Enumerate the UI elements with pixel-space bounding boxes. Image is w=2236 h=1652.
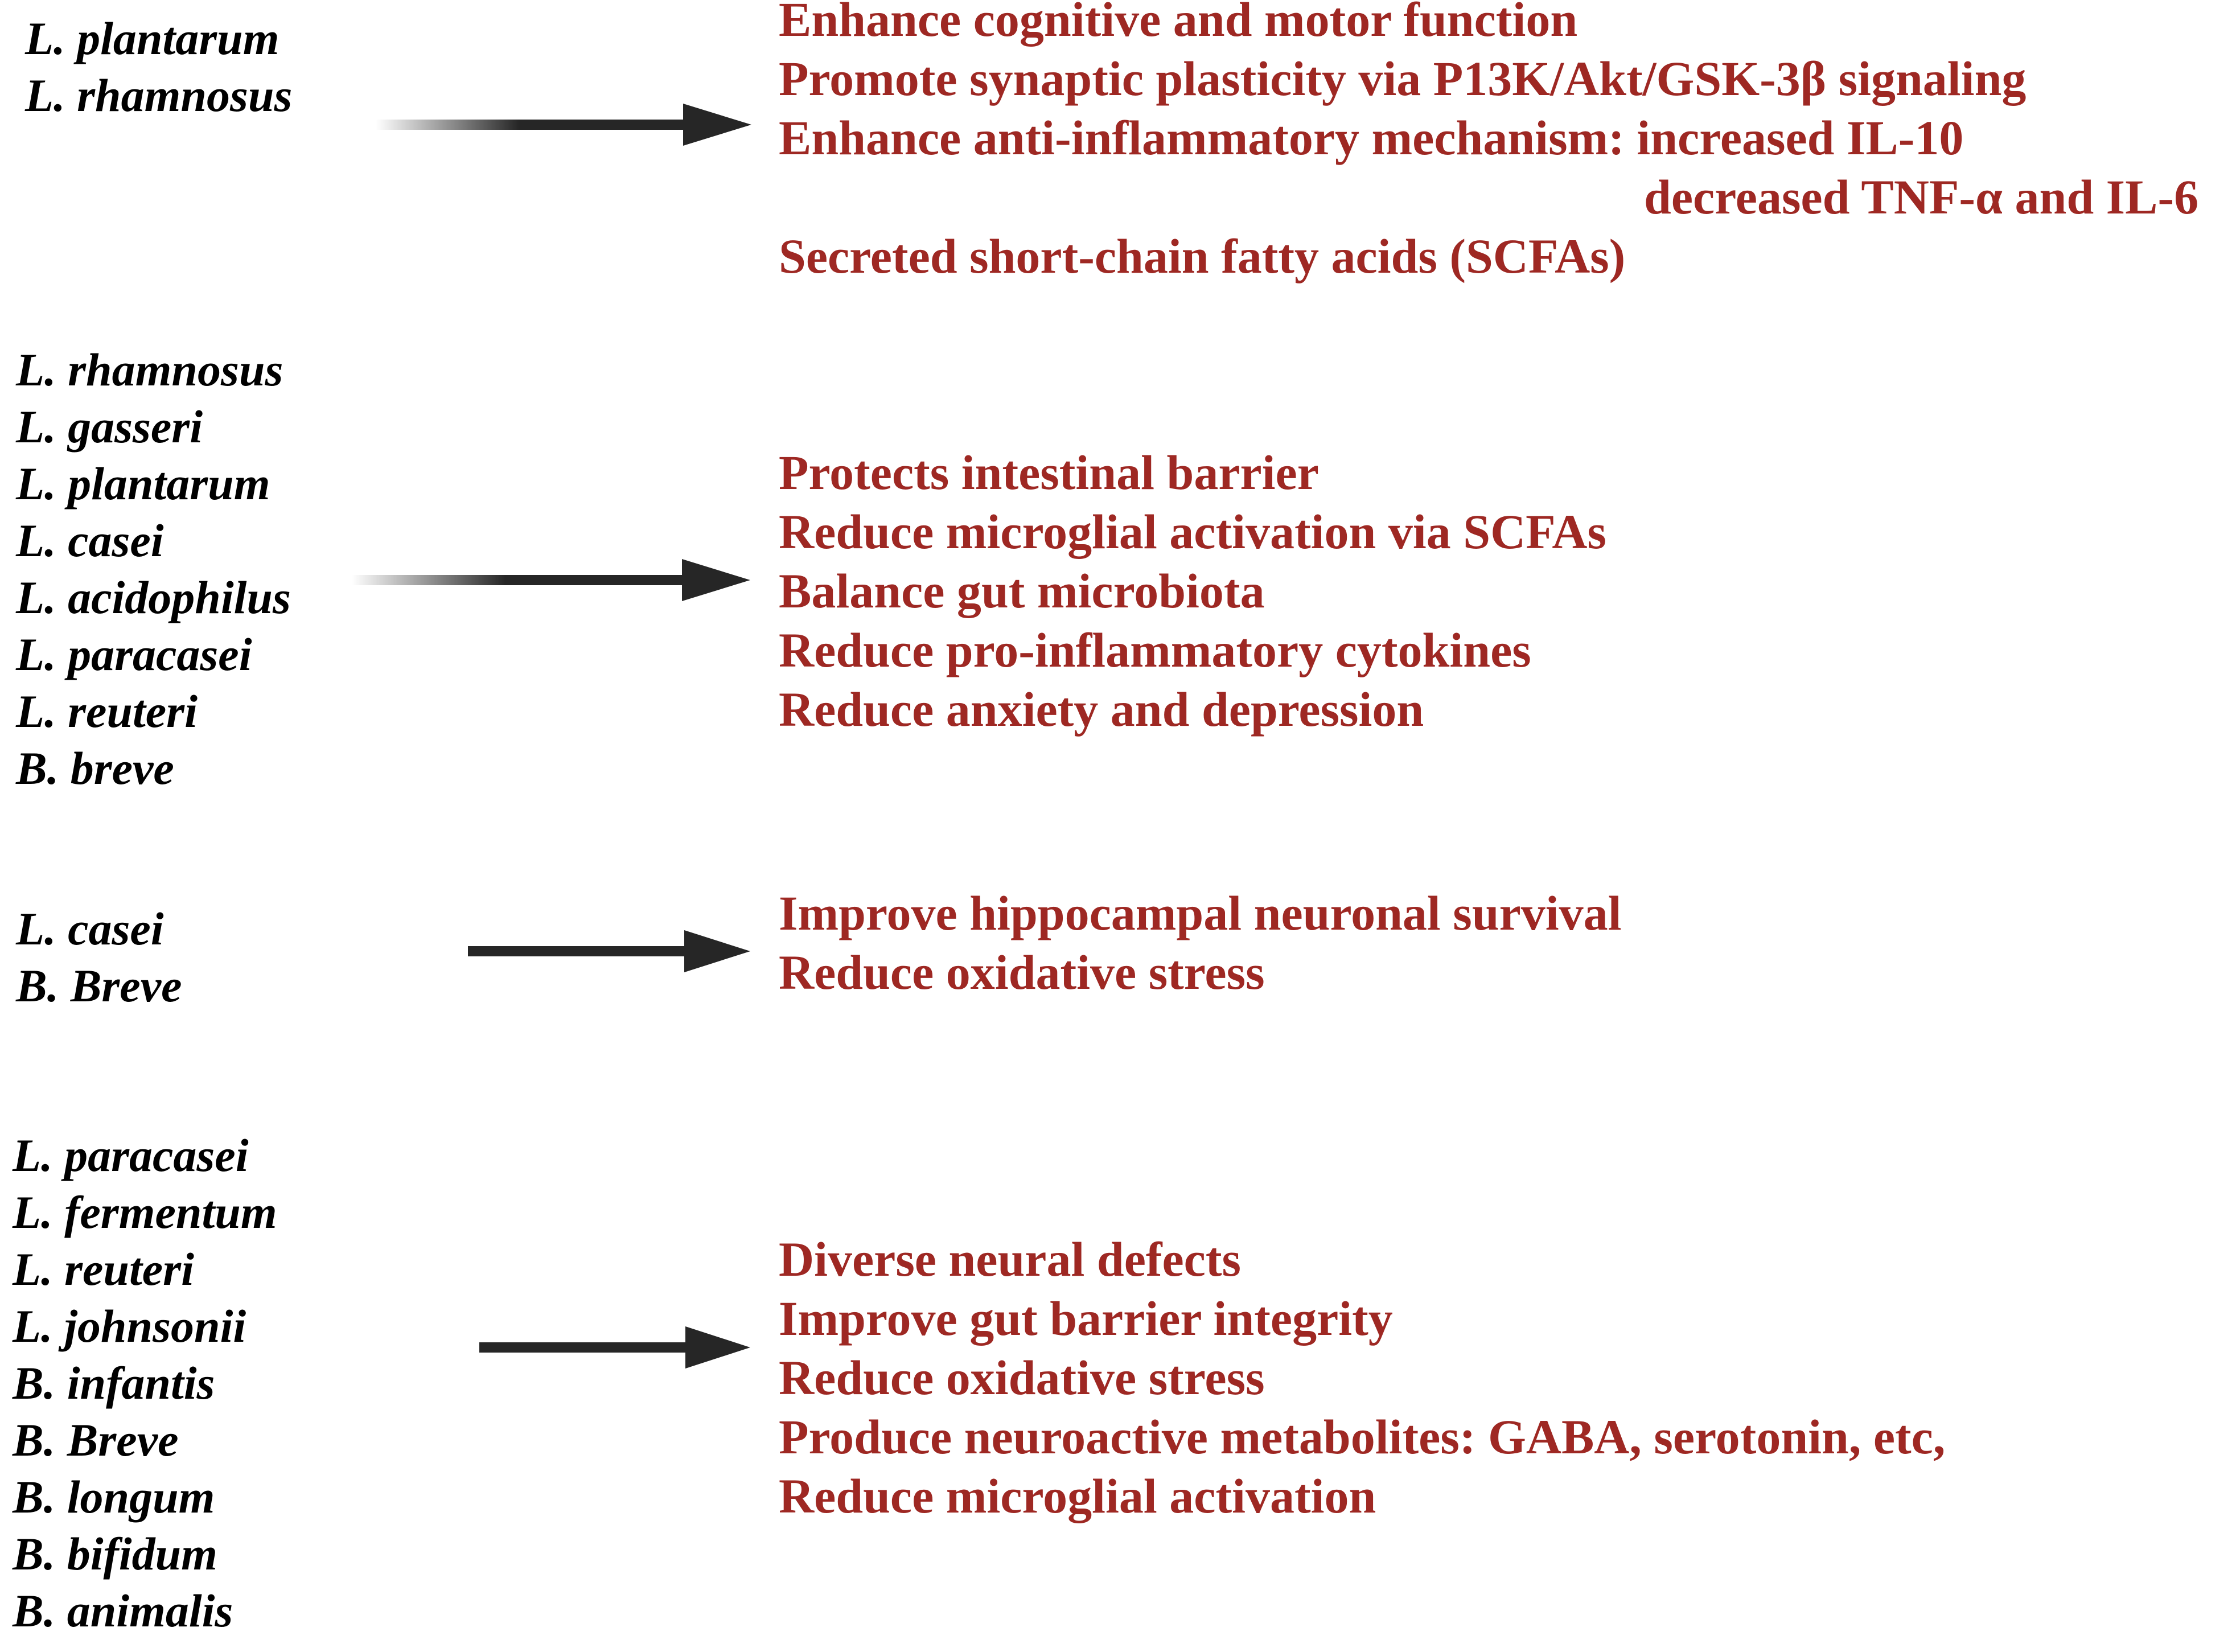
effect-item: Reduce oxidative stress: [779, 1350, 1265, 1405]
effect-item: Secreted short-chain fatty acids (SCFAs): [779, 229, 1626, 283]
species-item: B. Breve: [16, 960, 182, 1012]
species-item: L. reuteri: [16, 685, 198, 737]
effects-list-group-1: Enhance cognitive and motor function Pro…: [779, 0, 2198, 286]
species-item: L. paracasei: [13, 1129, 249, 1181]
effect-item: Promote synaptic plasticity via P13K/Akt…: [779, 51, 2027, 106]
species-item: B. longum: [13, 1471, 215, 1523]
species-item: L. acidophilus: [16, 572, 291, 623]
effects-list-group-2: Protects intestinal barrier Reduce micro…: [779, 443, 1606, 739]
flow-arrow-3: [468, 918, 750, 986]
species-item: L. reuteri: [13, 1243, 194, 1295]
effect-item: Produce neuroactive metabolites: GABA, s…: [779, 1409, 1946, 1464]
flow-arrow-1: [376, 91, 751, 159]
flow-arrow-2: [352, 546, 750, 615]
flow-arrow-4: [479, 1314, 750, 1382]
species-item: L. johnsonii: [13, 1300, 246, 1352]
effect-item: Reduce microglial activation: [779, 1469, 1376, 1523]
species-item: L. casei: [16, 515, 164, 566]
species-item: B. Breve: [13, 1414, 179, 1466]
species-item: B. infantis: [13, 1357, 215, 1409]
effect-item: Balance gut microbiota: [779, 564, 1265, 618]
species-item: L. plantarum: [25, 13, 280, 64]
species-item: L. fermentum: [13, 1186, 277, 1238]
species-item: L. rhamnosus: [16, 344, 283, 396]
effect-item-continuation: decreased TNF-α and IL-6: [1644, 170, 2199, 224]
species-item: L. rhamnosus: [25, 69, 293, 121]
effect-item: Reduce pro-inflammatory cytokines: [779, 623, 1531, 677]
species-list-group-1: L. plantarum L. rhamnosus: [25, 10, 292, 124]
species-list-group-2: L. rhamnosus L. gasseri L. plantarum L. …: [16, 342, 291, 797]
species-item: B. bifidum: [13, 1528, 217, 1580]
effect-item: Enhance cognitive and motor function: [779, 0, 1578, 47]
effect-item: Protects intestinal barrier: [779, 445, 1319, 500]
species-list-group-3: L. casei B. Breve: [16, 901, 182, 1014]
effect-item: Improve hippocampal neuronal survival: [779, 886, 1622, 940]
species-item: L. paracasei: [16, 628, 252, 680]
effect-item: Enhance anti-inflammatory mechanism: inc…: [779, 110, 1964, 165]
effect-item: Reduce oxidative stress: [779, 945, 1265, 1000]
effects-list-group-4: Diverse neural defects Improve gut barri…: [779, 1230, 1945, 1526]
effects-list-group-3: Improve hippocampal neuronal survival Re…: [779, 883, 1622, 1002]
species-item: B. breve: [16, 742, 174, 794]
effect-item: Reduce microglial activation via SCFAs: [779, 504, 1606, 559]
effect-item: Reduce anxiety and depression: [779, 682, 1424, 737]
species-item: L. casei: [16, 903, 164, 955]
effect-item: Improve gut barrier integrity: [779, 1291, 1393, 1346]
species-item: B. animalis: [13, 1585, 233, 1637]
effect-item: Diverse neural defects: [779, 1232, 1241, 1287]
species-list-group-4: L. paracasei L. fermentum L. reuteri L. …: [13, 1127, 277, 1639]
species-item: L. gasseri: [16, 401, 203, 453]
species-item: L. plantarum: [16, 458, 270, 509]
